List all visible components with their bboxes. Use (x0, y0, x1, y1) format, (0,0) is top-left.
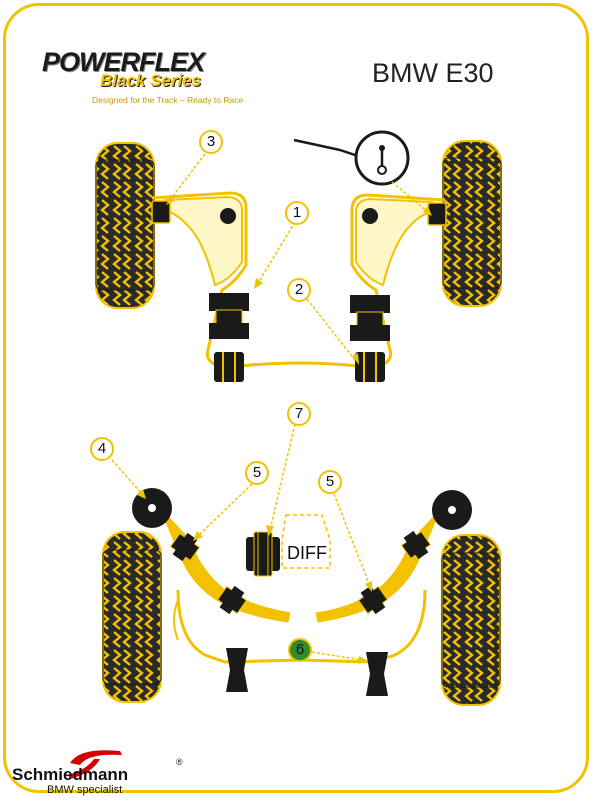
rear-right-subframe-bush (366, 652, 388, 696)
leader-5a-arrow (193, 531, 203, 541)
brand-name: POWERFLEX (42, 47, 205, 77)
front-left-wishbone-bush (209, 293, 249, 339)
diff-label: DIFF (287, 543, 327, 563)
callout-6: 6 (288, 638, 312, 662)
rear-left-subframe-bush (226, 648, 248, 692)
leader-6-arrow (358, 656, 368, 664)
footer-registered-mark: ® (176, 757, 183, 767)
leader-5b (333, 493, 371, 587)
front-left-tyre (95, 142, 155, 309)
leader-steering-arrow (423, 206, 432, 216)
leader-5b-arrow (365, 581, 372, 592)
front-right-lower-bush (355, 352, 385, 382)
footer-subtitle: BMW specialist (47, 784, 123, 796)
leader-2-arrow (352, 353, 359, 365)
leader-3-arrow (166, 195, 176, 205)
brand-tagline: Designed for the Track – Ready to Race (92, 95, 244, 105)
leader-steering (391, 181, 429, 213)
leader-1-arrow (254, 278, 263, 289)
callout-7: 7 (287, 402, 311, 426)
callout-5-right: 5 (318, 470, 342, 494)
front-left-inner-bush (151, 200, 171, 224)
front-right-wishbone-bush (350, 295, 390, 341)
callout-5-left: 5 (245, 461, 269, 485)
callout-4: 4 (90, 437, 114, 461)
leader-2 (306, 298, 356, 361)
rear-right-outer-arm-bush (400, 530, 432, 560)
front-right-tyre (442, 140, 502, 307)
leader-3 (169, 149, 209, 201)
leader-1 (257, 221, 296, 284)
rear-left-outer-arm-bush (169, 532, 201, 562)
rear-left-inner-arm-bush (216, 585, 248, 615)
rear-subframe-inner (173, 599, 179, 641)
footer-brand-name: Schmiedmann (12, 765, 129, 784)
callout-3: 3 (199, 130, 223, 154)
front-left-lower-bush (214, 352, 244, 382)
rear-right-inner-arm-bush (357, 585, 389, 615)
front-left-arm-hole (220, 208, 236, 224)
brand-logo: POWERFLEX Black Series Designed for the … (42, 47, 243, 105)
car-model-title: BMW E30 (372, 58, 494, 88)
leader-7-arrow (266, 525, 274, 536)
front-left-control-arm (151, 191, 248, 368)
diff-mount-bush (246, 531, 280, 577)
callout-1: 1 (285, 201, 309, 225)
leader-7 (269, 423, 296, 531)
front-right-arm-hole (362, 208, 378, 224)
rear-left-tyre (102, 531, 162, 703)
page-frame (3, 3, 589, 793)
leader-4 (111, 459, 143, 495)
rear-right-tyre (441, 534, 501, 706)
leader-5a (197, 483, 253, 537)
brand-series: Black Series (100, 71, 202, 90)
schmiedmann-s-logo (68, 750, 122, 779)
front-crossmember (239, 361, 359, 368)
leader-6 (311, 651, 363, 661)
diff-housing-outline (281, 514, 331, 569)
callout-2: 2 (287, 278, 311, 302)
front-right-control-arm (350, 193, 446, 368)
leader-4-arrow (137, 489, 146, 499)
steering-rack-icon (293, 130, 410, 186)
rear-left-shock-mount (132, 488, 172, 528)
rear-right-shock-mount (432, 490, 472, 530)
